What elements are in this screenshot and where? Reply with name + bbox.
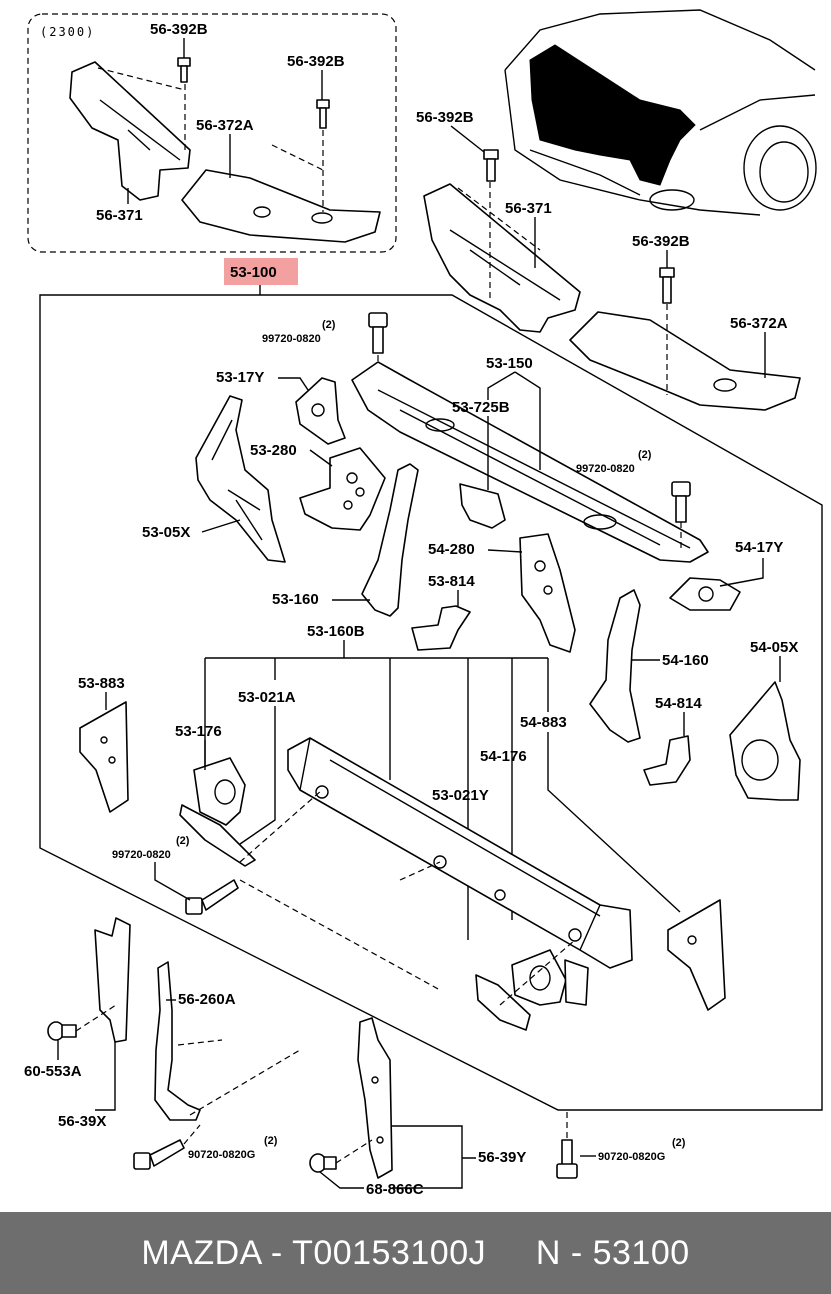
part-68-866c-icon [309, 1153, 337, 1173]
inset-part-56-371 [69, 61, 191, 201]
inset-bolt-a-icon [177, 57, 191, 83]
label-53-725b: 53-725B [452, 399, 510, 416]
label-53-150: 53-150 [486, 355, 533, 372]
label-56-260a: 56-260A [178, 991, 236, 1008]
part-53-280 [299, 447, 386, 531]
label-bolt-99720-c: 99720-0820 [112, 849, 171, 861]
label-53-17y: 53-17Y [216, 369, 264, 386]
label-bolt-99720-a: 99720-0820 [262, 333, 321, 345]
label-bolt-90720-a: 90720-0820G [188, 1149, 255, 1161]
part-54-814 [643, 735, 691, 786]
part-54-883 [667, 899, 726, 1011]
footer-part-number: T00153100J [292, 1233, 487, 1272]
label-54-176: 54-176 [480, 748, 527, 765]
label-54-17y: 54-17Y [735, 539, 783, 556]
bolt-99720-0820-c-icon [185, 879, 239, 915]
part-56-260a [154, 961, 201, 1121]
bolt-99720-0820-b-icon [671, 481, 691, 523]
footer-brand: MAZDA [141, 1233, 261, 1272]
label-54-280: 54-280 [428, 541, 475, 558]
label-bolt-90720-b-qty: (2) [672, 1137, 686, 1149]
label-53-160b: 53-160B [307, 623, 365, 640]
part-53-883 [79, 701, 129, 813]
part-53-814 [411, 605, 471, 651]
part-54-176 [511, 949, 589, 1006]
label-56-372a: 56-372A [730, 315, 788, 332]
label-bolt-99720-a-qty: (2) [322, 319, 336, 331]
label-bolt-90720-a-qty: (2) [264, 1135, 278, 1147]
label-inset-372a: 56-372A [196, 117, 254, 134]
main-part-highlight [224, 258, 298, 285]
label-inset-371: 56-371 [96, 207, 143, 224]
label-54-160: 54-160 [662, 652, 709, 669]
car-front-illustration [504, 9, 817, 216]
part-54-280 [519, 533, 576, 653]
label-56-39y: 56-39Y [478, 1149, 526, 1166]
exploded-parts-diagram: (2300) 56-392B 56-392B 56-372A 56-371 [24, 9, 823, 1198]
label-53-280: 53-280 [250, 442, 297, 459]
label-inset-bolt-a: 56-392B [150, 21, 208, 38]
part-56-39y [357, 1017, 393, 1179]
part-54-160 [589, 589, 641, 743]
label-60-553a: 60-553A [24, 1063, 82, 1080]
inset-part-56-372a [181, 169, 381, 243]
label-54-883: 54-883 [520, 714, 567, 731]
part-53-176 [179, 757, 256, 867]
label-bolt-99720-b: 99720-0820 [576, 463, 635, 475]
bolt-99720-0820-a-icon [368, 312, 388, 354]
label-54-05x: 54-05X [750, 639, 798, 656]
label-53-021a: 53-021A [238, 689, 296, 706]
label-bolt-56-392b-a: 56-392B [416, 109, 474, 126]
label-inset-bolt-b: 56-392B [287, 53, 345, 70]
label-53-100[interactable]: 53-100 [230, 264, 277, 281]
bolt-56-392b-b-icon [659, 267, 675, 304]
label-53-160: 53-160 [272, 591, 319, 608]
part-53-17y [295, 377, 346, 445]
part-53-160 [361, 463, 419, 617]
label-56-39x: 56-39X [58, 1113, 106, 1130]
part-56-39x [94, 917, 131, 1043]
label-53-176: 53-176 [175, 723, 222, 740]
footer-bar: MAZDA - T00153100J N - 53100 [0, 1212, 831, 1294]
bolt-90720-0820g-a-icon [133, 1139, 185, 1170]
label-53-883: 53-883 [78, 675, 125, 692]
label-53-021y: 53-021Y [432, 787, 489, 804]
part-53-725b [459, 483, 506, 529]
part-53-150 [351, 361, 709, 563]
part-56-372a [569, 311, 801, 411]
main-assembly-outline [39, 294, 823, 1111]
part-54-17y [669, 577, 741, 611]
part-53-05x [195, 395, 286, 563]
label-bolt-99720-c-qty: (2) [176, 835, 190, 847]
label-56-371: 56-371 [505, 200, 552, 217]
bolt-56-392b-a-icon [483, 149, 499, 182]
label-bolt-90720-b: 90720-0820G [598, 1151, 665, 1163]
label-bolt-56-392b-b: 56-392B [632, 233, 690, 250]
label-bolt-99720-b-qty: (2) [638, 449, 652, 461]
footer-caption: MAZDA - T00153100J N - 53100 [141, 1233, 690, 1272]
part-56-371 [423, 183, 581, 333]
inset-bolt-b-icon [316, 99, 330, 129]
part-60-553a-icon [47, 1021, 77, 1041]
inset-group-box [27, 13, 397, 253]
group-code-label: (2300) [40, 25, 95, 39]
part-53-160b [287, 737, 633, 969]
label-68-866c: 68-866C [366, 1181, 424, 1198]
part-54-05x [729, 681, 801, 801]
footer-reference: N - 53100 [535, 1233, 690, 1272]
label-54-814: 54-814 [655, 695, 702, 712]
bolt-90720-0820g-b-icon [556, 1139, 578, 1179]
label-53-05x: 53-05X [142, 524, 190, 541]
label-53-814: 53-814 [428, 573, 475, 590]
